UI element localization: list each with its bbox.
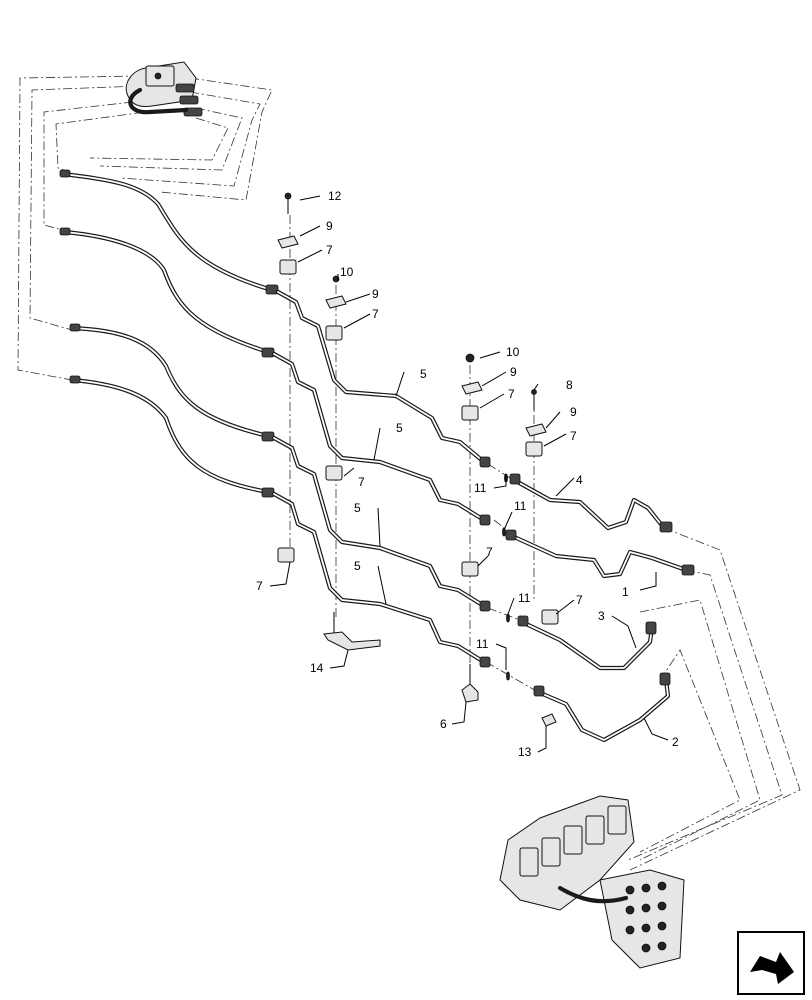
callout-7: 7 [486,545,493,559]
callout-7: 7 [256,579,263,593]
callout-8: 8 [566,378,573,392]
callout-7: 7 [576,593,583,607]
callout-9: 9 [372,287,379,301]
callout-9: 9 [570,405,577,419]
callout-5: 5 [354,559,361,573]
callout-7: 7 [570,429,577,443]
bottom-valve-assembly [499,795,685,969]
callout-9: 9 [510,365,517,379]
callout-9: 9 [326,219,333,233]
valve-ports [625,881,667,953]
callout-12: 12 [328,189,342,203]
top-valve-block [125,61,203,117]
rigid-tubes-5 [271,289,491,668]
callout-14: 14 [310,661,324,675]
callout-10: 10 [340,265,354,279]
direction-arrow-icon [737,931,805,995]
rigid-tubes-right [505,473,695,743]
callout-11: 11 [518,591,531,605]
callout-7: 7 [326,243,333,257]
brackets [323,612,557,727]
callout-2: 2 [672,735,679,749]
callout-6: 6 [440,717,447,731]
callout-7: 7 [508,387,515,401]
callout-7: 7 [372,307,379,321]
callout-10: 10 [506,345,520,359]
callout-4: 4 [576,473,583,487]
callout-5: 5 [354,501,361,515]
callout-labels: 12 9 7 10 9 7 10 9 7 8 9 7 5 5 5 5 11 11… [256,189,679,759]
callout-13: 13 [518,745,532,759]
callout-11: 11 [476,637,489,651]
callout-7: 7 [358,475,365,489]
hoses [59,169,279,498]
callout-11: 11 [474,481,487,495]
callout-leaders [269,195,669,753]
callout-5: 5 [420,367,427,381]
callout-5: 5 [396,421,403,435]
hardware [277,192,559,681]
callout-3: 3 [598,609,605,623]
callout-11: 11 [514,499,527,513]
callout-1: 1 [622,585,629,599]
